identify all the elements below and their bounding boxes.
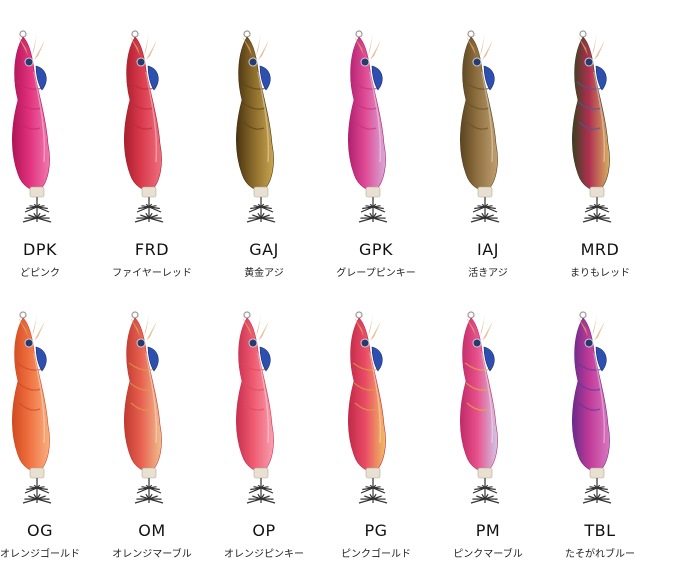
color-code: GPK: [358, 240, 394, 259]
lure-image-pm: [460, 311, 500, 504]
color-code: TBL: [584, 521, 616, 540]
color-name: どピンク: [20, 268, 60, 279]
color-code: DPK: [23, 240, 57, 259]
lure-image-pg: [348, 311, 388, 504]
color-item-dpk: DPK どピンク: [0, 22, 90, 282]
color-item-tbl: TBL たそがれブルー: [550, 303, 650, 563]
color-item-iaj: IAJ 活きアジ: [438, 22, 538, 282]
color-name: オレンジゴールド: [0, 549, 80, 560]
color-code: FRD: [134, 240, 170, 259]
color-code: PG: [364, 521, 388, 540]
color-code: OG: [27, 521, 53, 540]
lure-image-iaj: [460, 30, 500, 223]
color-item-pg: PG ピンクゴールド: [326, 303, 426, 563]
color-item-og: OG オレンジゴールド: [0, 303, 90, 563]
lure-image-op: [236, 311, 276, 504]
color-name: ピンクマーブル: [453, 549, 523, 560]
color-code: OM: [138, 521, 166, 540]
lure-image-tbl: [572, 311, 612, 504]
color-name: ピンクゴールド: [341, 549, 411, 560]
color-item-op: OP オレンジピンキー: [214, 303, 314, 563]
lure-image-gaj: [236, 30, 276, 223]
color-name: たそがれブルー: [565, 549, 635, 560]
lure-image-gpk: [348, 30, 388, 223]
color-code: MRD: [580, 240, 620, 259]
color-name: ファイヤーレッド: [112, 268, 192, 279]
color-code: IAJ: [477, 240, 499, 259]
lure-image-mrd: [572, 30, 612, 223]
color-code: OP: [252, 521, 276, 540]
color-item-gaj: GAJ 黄金アジ: [214, 22, 314, 282]
color-item-frd: FRD ファイヤーレッド: [102, 22, 202, 282]
lure-image-dpk: [12, 30, 52, 223]
color-name: まりもレッド: [570, 268, 630, 279]
color-name: 活きアジ: [468, 268, 508, 279]
color-code: PM: [475, 521, 501, 540]
color-item-mrd: MRD まりもレッド: [550, 22, 650, 282]
color-item-gpk: GPK グレープピンキー: [326, 22, 426, 282]
color-name: オレンジピンキー: [224, 549, 304, 560]
color-item-om: OM オレンジマーブル: [102, 303, 202, 563]
color-name: グレープピンキー: [336, 268, 416, 279]
color-item-pm: PM ピンクマーブル: [438, 303, 538, 563]
lure-image-frd: [124, 30, 164, 223]
lure-image-om: [124, 311, 164, 504]
lure-image-og: [12, 311, 52, 504]
color-name: 黄金アジ: [244, 268, 284, 279]
color-code: GAJ: [249, 240, 279, 259]
color-name: オレンジマーブル: [112, 549, 192, 560]
